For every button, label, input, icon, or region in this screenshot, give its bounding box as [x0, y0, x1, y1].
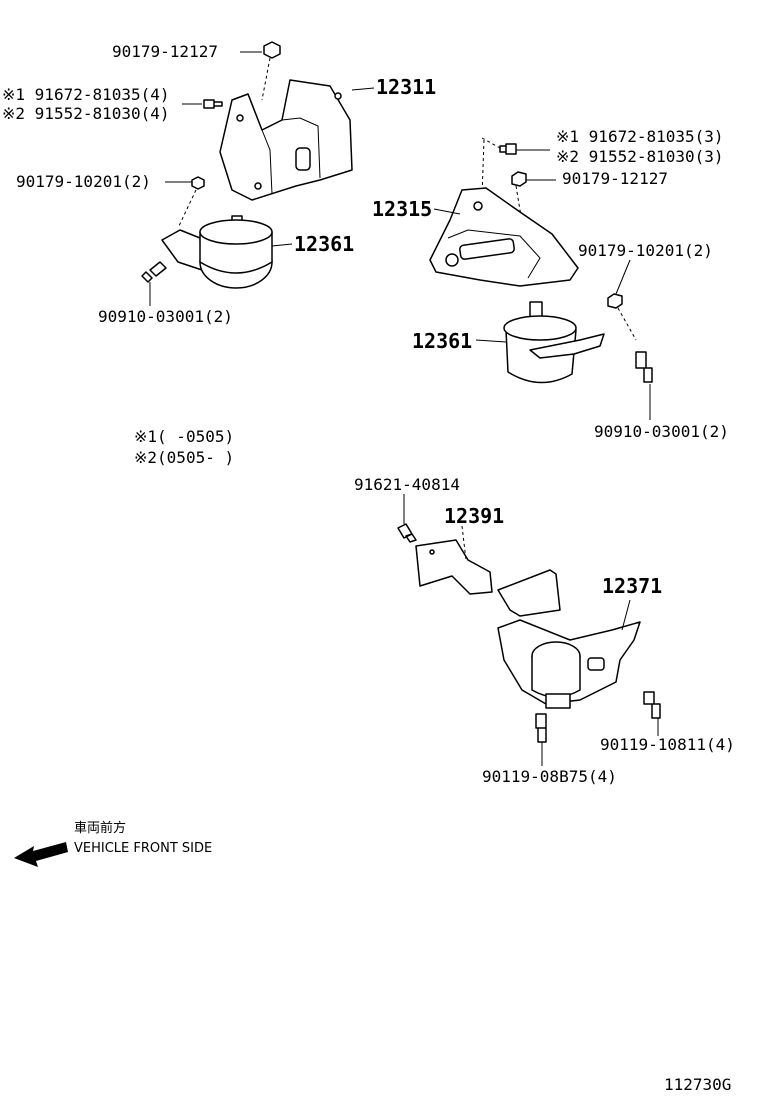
label-bolt-rear: 91621-40814 [354, 475, 460, 494]
bolt-bottom-icon [141, 261, 167, 283]
label-bolt-left-2: ※2 91552-81030(4) [2, 104, 170, 123]
label-front-jp: 車両前方 [74, 820, 126, 836]
label-nut-top-left: 90179-12127 [112, 42, 218, 61]
label-bracket-left: 12311 [376, 75, 436, 99]
label-nut-left-small: 90179-10201(2) [16, 172, 151, 191]
bracket-12311 [219, 79, 353, 201]
label-bracket-rear: 12391 [444, 504, 504, 528]
label-mount-left: 12361 [294, 232, 354, 256]
bolt-icon [203, 99, 223, 109]
label-bolt-left-1: ※1 91672-81035(4) [2, 85, 170, 104]
label-mount-right: 12361 [412, 329, 472, 353]
nut-small-icon [607, 293, 623, 309]
front-direction [14, 842, 68, 867]
label-bolt-left-bottom: 90910-03001(2) [98, 307, 233, 326]
label-bolt-right-bottom: 90910-03001(2) [594, 422, 729, 441]
bracket-12315 [429, 187, 579, 287]
label-bolt-rear-bottom: 90119-08B75(4) [482, 767, 617, 786]
label-bolt-right-1: ※1 91672-81035(3) [556, 127, 724, 146]
label-bolt-rear-right: 90119-10811(4) [600, 735, 735, 754]
diagram-code: 112730G [664, 1075, 731, 1094]
mount-12371 [497, 569, 641, 709]
lower-assembly [397, 494, 661, 766]
note-2: ※2(0505- ) [134, 448, 234, 467]
note-1: ※1( -0505) [134, 427, 234, 446]
nut-icon [511, 171, 527, 187]
label-bolt-right-2: ※2 91552-81030(3) [556, 147, 724, 166]
mount-12361-right [475, 301, 605, 384]
nut-icon [263, 41, 281, 59]
arrow-left-icon [14, 842, 68, 867]
mount-12361-left [161, 215, 293, 289]
label-mount-rear: 12371 [602, 574, 662, 598]
bolt-icon [397, 523, 417, 543]
label-bracket-right: 12315 [372, 197, 432, 221]
upper-right-assembly [429, 137, 653, 420]
bolt-icon [499, 143, 517, 155]
bolt-right-icon [643, 691, 661, 719]
upper-left-assembly [141, 41, 375, 306]
label-nut-right-top: 90179-12127 [562, 169, 668, 188]
bolt-bottom-icon [635, 351, 653, 383]
label-front-en: VEHICLE FRONT SIDE [74, 841, 212, 856]
bracket-12391 [415, 539, 493, 595]
label-nut-right-small: 90179-10201(2) [578, 241, 713, 260]
nut-small-icon [191, 176, 205, 190]
bolt-bottom-icon [535, 713, 547, 743]
